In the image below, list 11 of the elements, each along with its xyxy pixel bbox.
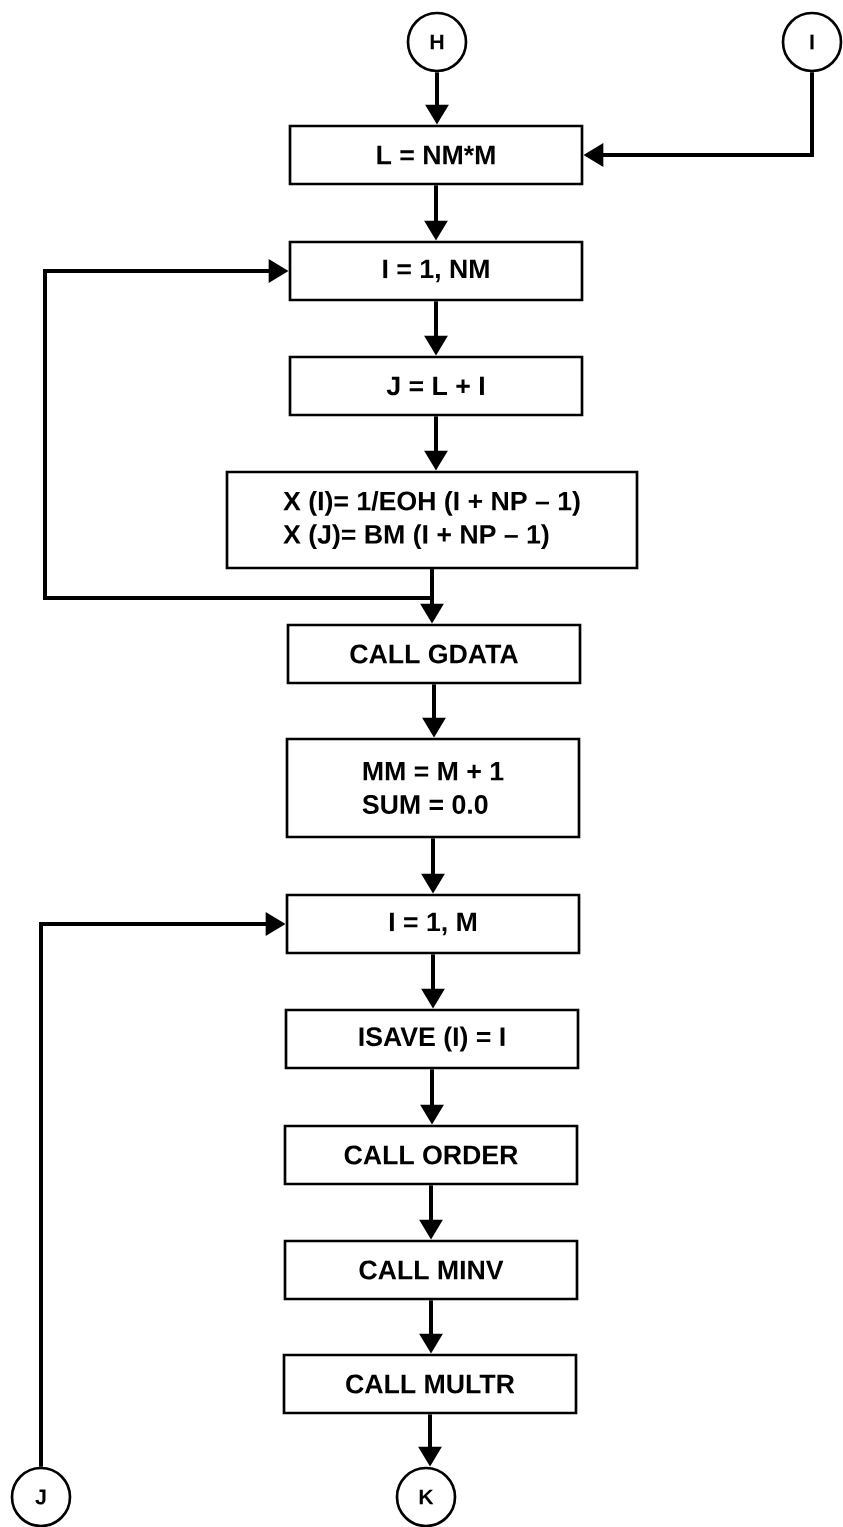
process-box: I = 1, NM [288,240,584,302]
process-box: J = L + I [288,355,584,417]
process-box: I = 1, M [285,893,581,955]
process-box: CALL ORDER [283,1124,579,1186]
process-box: L = NM*M [288,124,584,186]
process-box: ISAVE (I) = I [284,1008,580,1070]
process-box: CALL MINV [283,1239,579,1301]
process-box: MM = M + 1 SUM = 0.0 [285,737,581,839]
process-box: CALL MULTR [282,1353,578,1415]
process-box: X (I)= 1/EOH (I + NP – 1) X (J)= BM (I + NP – 1) [225,470,639,570]
process-box: CALL GDATA [286,623,582,685]
